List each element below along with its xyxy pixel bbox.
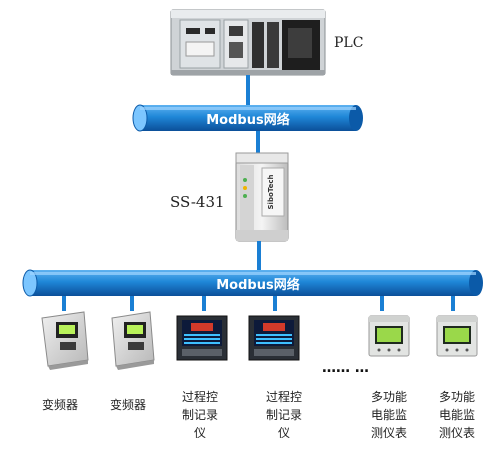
device-label-meter-2: 多功能 电能监 测仪表 (429, 388, 485, 442)
device-label-inverter-2: 变频器 (100, 396, 156, 414)
gateway-device-icon (235, 152, 289, 242)
device-connector (451, 296, 455, 311)
plc-icon (170, 9, 326, 76)
device-label-line: 多功能 (370, 390, 407, 404)
power-meter-icon (436, 315, 478, 357)
gateway-label: SS-431 (170, 193, 225, 211)
device-label-line: 测仪表 (438, 426, 475, 440)
device-connector (202, 296, 206, 311)
device-label-line: 电能监 (438, 408, 475, 422)
device-connector (380, 296, 384, 311)
device-connector (62, 296, 66, 311)
device-label-line: 制记录 (265, 408, 302, 422)
top-bus-label: Modbus网络 (206, 112, 289, 128)
top-modbus-bus (132, 104, 363, 132)
power-meter-icon (368, 315, 410, 357)
device-label-line: 过程控 (181, 390, 218, 404)
device-label-meter-1: 多功能 电能监 测仪表 (361, 388, 417, 442)
device-label-line: 仪 (277, 426, 290, 440)
device-label-inverter-1: 变频器 (32, 396, 88, 414)
process-recorder-icon (248, 315, 300, 361)
more-devices-ellipsis: …… … (322, 360, 369, 376)
device-label-line: 电能监 (370, 408, 407, 422)
inverter-icon (41, 311, 89, 370)
gateway-brand: SiboTech (267, 174, 275, 209)
plc-connector (246, 75, 250, 105)
gateway-top-connector (256, 131, 260, 153)
device-connector (130, 296, 134, 311)
device-label-line: 变频器 (41, 398, 78, 412)
device-label-recorder-2: 过程控 制记录 仪 (256, 388, 312, 442)
device-label-line: 多功能 (438, 390, 475, 404)
inverter-icon (111, 311, 155, 370)
device-label-line: 测仪表 (370, 426, 407, 440)
gateway-bottom-connector (257, 241, 261, 270)
process-recorder-icon (176, 315, 228, 361)
device-label-line: 变频器 (109, 398, 146, 412)
bottom-modbus-bus (22, 269, 483, 297)
plc-label: PLC (334, 35, 363, 51)
device-label-line: 制记录 (181, 408, 218, 422)
device-label-line: 过程控 (265, 390, 302, 404)
device-connector (273, 296, 277, 311)
device-label-line: 仪 (193, 426, 206, 440)
device-label-recorder-1: 过程控 制记录 仪 (172, 388, 228, 442)
bottom-bus-label: Modbus网络 (216, 277, 299, 293)
